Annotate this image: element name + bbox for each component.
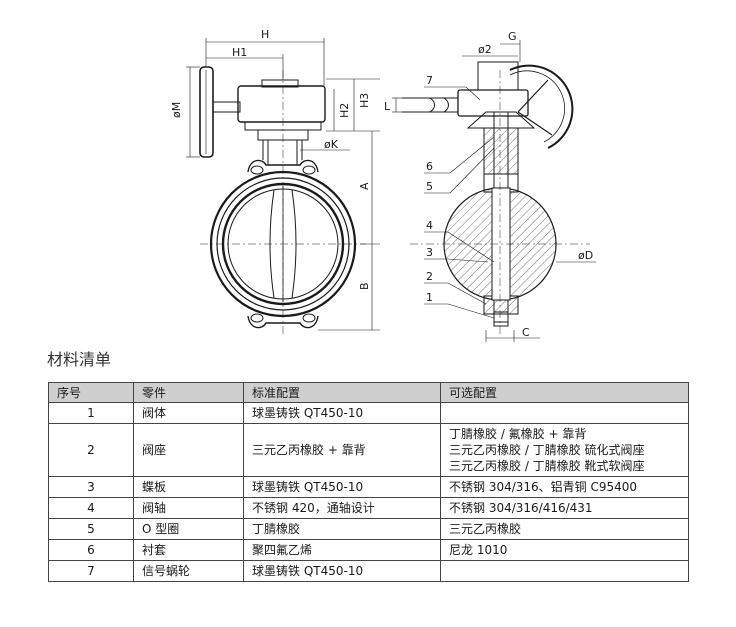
cell-part: 蝶板	[133, 476, 244, 498]
cell-part: 阀体	[133, 402, 244, 424]
cell-standard: 三元乙丙橡胶 + 靠背	[243, 423, 441, 477]
callout-2: 2	[426, 270, 433, 283]
cell-no: 4	[48, 497, 134, 519]
cell-part: 阀轴	[133, 497, 244, 519]
cell-no: 7	[48, 560, 134, 582]
side-view-dimensions	[392, 40, 596, 342]
dim-label-phiM: øM	[170, 102, 183, 118]
side-view	[402, 61, 590, 336]
dim-label-phiD: øD	[578, 249, 593, 262]
dim-label-H2: H2	[338, 103, 351, 118]
optional-line: 不锈钢 304/316、铝青铜 C95400	[449, 480, 638, 494]
cell-part: 信号蜗轮	[133, 560, 244, 582]
cell-no: 6	[48, 539, 134, 561]
dim-label-C: C	[522, 326, 530, 339]
bom-title: 材料清单	[47, 350, 112, 369]
cell-standard: 聚四氟乙烯	[243, 539, 441, 561]
callout-1: 1	[426, 291, 433, 304]
dim-label-H: H	[261, 28, 269, 41]
optional-line: 三元乙丙橡胶 / 丁腈橡胶 硫化式阀座	[449, 443, 645, 457]
header-no: 序号	[48, 382, 134, 403]
cell-optional: 不锈钢 304/316、铝青铜 C95400	[440, 476, 689, 498]
cell-optional: 尼龙 1010	[440, 539, 689, 561]
dim-label-phiK: øK	[324, 138, 339, 151]
header-standard: 标准配置	[243, 382, 441, 403]
cell-optional: 丁腈橡胶 / 氟橡胶 + 靠背三元乙丙橡胶 / 丁腈橡胶 硫化式阀座三元乙丙橡胶…	[440, 423, 689, 477]
dim-label-L: L	[384, 100, 391, 113]
dim-label-phi2: ø2	[478, 43, 492, 56]
front-view-dimensions	[186, 38, 380, 331]
callout-5: 5	[426, 180, 433, 193]
cell-optional: 不锈钢 304/316/416/431	[440, 497, 689, 519]
valve-technical-drawing: H H1 øM H2 H3 øK A B	[170, 28, 596, 342]
cell-optional	[440, 402, 689, 424]
cell-part: O 型圈	[133, 518, 244, 540]
optional-line: 丁腈橡胶 / 氟橡胶 + 靠背	[449, 427, 587, 441]
bom-header-row: 序号 零件 标准配置 可选配置	[48, 382, 689, 403]
cell-no: 5	[48, 518, 134, 540]
cell-standard: 丁腈橡胶	[243, 518, 441, 540]
cell-no: 3	[48, 476, 134, 498]
callout-3: 3	[426, 246, 433, 259]
optional-line: 三元乙丙橡胶	[449, 522, 522, 536]
callout-7: 7	[426, 74, 433, 87]
cell-no: 1	[48, 402, 134, 424]
cell-standard: 不锈钢 420，通轴设计	[243, 497, 441, 519]
dim-label-H3: H3	[358, 93, 371, 108]
dim-label-G: G	[508, 30, 517, 43]
cell-standard: 球墨铸铁 QT450-10	[243, 560, 441, 582]
cell-part: 阀座	[133, 423, 244, 477]
cell-optional	[440, 560, 689, 582]
cell-standard: 球墨铸铁 QT450-10	[243, 476, 441, 498]
header-part: 零件	[133, 382, 244, 403]
callout-6: 6	[426, 160, 433, 173]
dim-label-B: B	[358, 282, 371, 290]
cell-standard: 球墨铸铁 QT450-10	[243, 402, 441, 424]
cell-no: 2	[48, 423, 134, 477]
optional-line: 尼龙 1010	[449, 543, 508, 557]
header-optional: 可选配置	[440, 382, 689, 403]
cell-optional: 三元乙丙橡胶	[440, 518, 689, 540]
callout-4: 4	[426, 219, 433, 232]
optional-line: 不锈钢 304/316/416/431	[449, 501, 593, 515]
optional-line: 三元乙丙橡胶 / 丁腈橡胶 靴式软阀座	[449, 459, 645, 473]
dim-label-A: A	[358, 182, 371, 190]
cell-part: 衬套	[133, 539, 244, 561]
dim-label-H1: H1	[232, 46, 247, 59]
